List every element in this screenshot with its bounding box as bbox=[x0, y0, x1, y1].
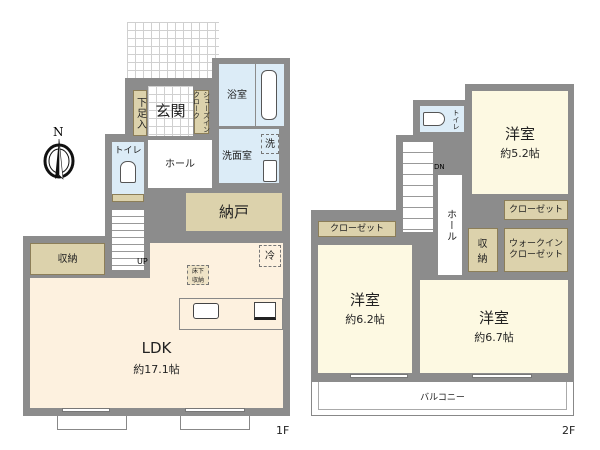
toilet-icon bbox=[120, 161, 136, 183]
window bbox=[62, 408, 110, 412]
porch bbox=[127, 22, 219, 82]
storage-1f: 収納 bbox=[30, 243, 105, 275]
window bbox=[472, 374, 532, 378]
bedroom-6-2: 洋室 約6.2帖 bbox=[318, 245, 412, 373]
bedroom-5-2: 洋室 約5.2帖 bbox=[472, 91, 568, 194]
bathtub bbox=[256, 64, 284, 126]
shoe-storage: 下足入 bbox=[133, 90, 147, 136]
closet-5-2: クローゼット bbox=[504, 200, 568, 220]
toilet-shelf bbox=[112, 194, 144, 202]
floor1-label: 1F bbox=[276, 424, 290, 437]
closet-6-2: クローゼット bbox=[318, 221, 396, 237]
stairs-up-label: UP bbox=[137, 257, 148, 266]
compass: N bbox=[38, 125, 78, 185]
window bbox=[185, 408, 245, 412]
stove-icon bbox=[254, 302, 276, 320]
walk-in-closet: ウォークインクローゼット bbox=[504, 228, 568, 272]
fridge-space: 冷 bbox=[259, 245, 281, 267]
toilet-1f: トイレ bbox=[112, 142, 144, 194]
storeroom: 納戸 bbox=[186, 193, 282, 231]
shoe-in-cloak: シューズインクローク bbox=[192, 90, 211, 134]
toilet-icon bbox=[423, 112, 445, 126]
bay-step bbox=[180, 416, 250, 430]
balcony: バルコニー bbox=[311, 382, 574, 416]
bay-step bbox=[57, 416, 127, 430]
bathroom: 浴室 bbox=[219, 64, 255, 126]
floor2-label: 2F bbox=[562, 424, 576, 437]
hall-2f: ホール bbox=[438, 175, 462, 275]
window bbox=[350, 374, 408, 378]
hall-1f: ホール bbox=[148, 140, 212, 188]
stairs-2f bbox=[403, 142, 433, 232]
underfloor-storage: 床下収納 bbox=[187, 265, 209, 285]
stairs-1f bbox=[112, 210, 144, 270]
toilet-2f: トイレ bbox=[420, 106, 464, 132]
sink-icon bbox=[263, 160, 277, 182]
entrance: 玄関 bbox=[148, 86, 193, 136]
bedroom-6-7: 洋室 約6.7帖 bbox=[420, 280, 568, 373]
kitchen-area bbox=[150, 243, 283, 283]
compass-icon bbox=[43, 139, 75, 180]
stairs-down-label: DN bbox=[434, 163, 445, 171]
washer-space: 洗 bbox=[261, 134, 279, 154]
storage-2f: 収納 bbox=[468, 228, 498, 272]
north-label: N bbox=[53, 125, 64, 139]
kitchen-sink-icon bbox=[193, 303, 219, 319]
bathtub-icon bbox=[261, 70, 277, 120]
